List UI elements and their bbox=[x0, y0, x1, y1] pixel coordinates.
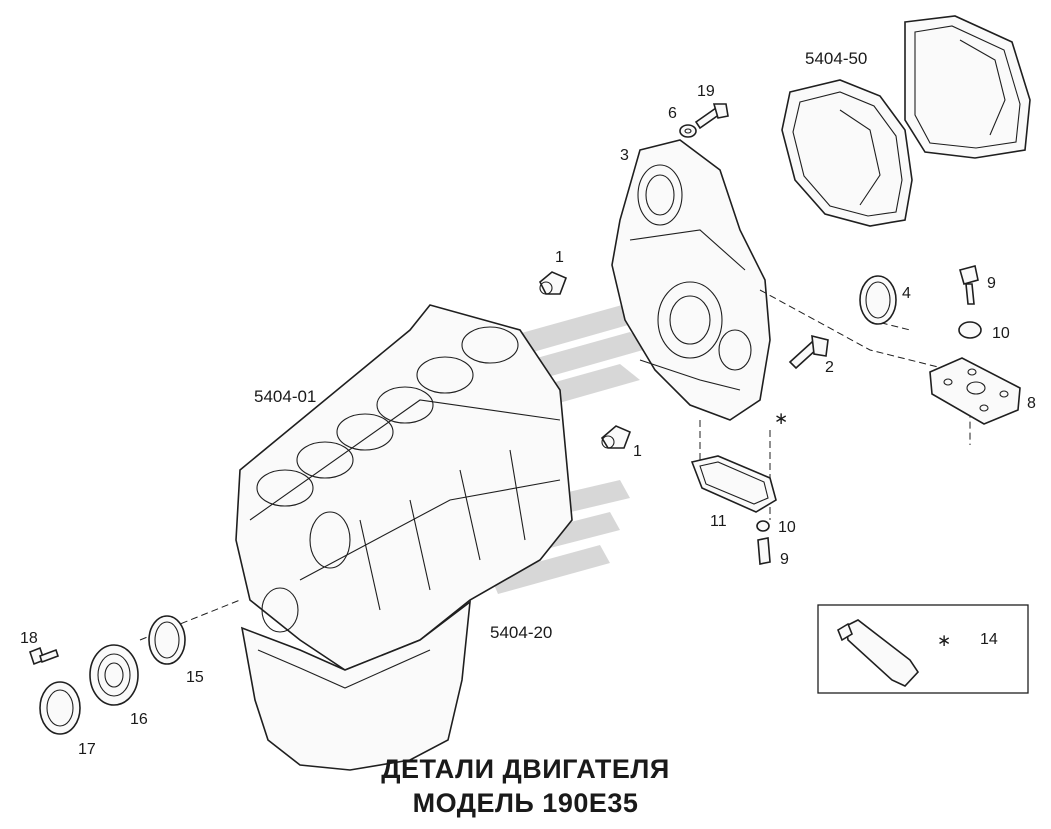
cover-plate-8 bbox=[929, 357, 1021, 425]
assembly-code-housing: 5404-50 bbox=[805, 49, 867, 68]
callout-9-lower: 9 bbox=[780, 551, 789, 568]
callout-9-upper: 9 bbox=[987, 275, 996, 292]
bolt-18 bbox=[29, 646, 60, 666]
callout-2: 2 bbox=[825, 359, 834, 376]
callout-16: 16 bbox=[130, 711, 148, 728]
assembly-code-block: 5404-01 bbox=[254, 387, 316, 406]
sealant-tube-icon bbox=[837, 619, 920, 687]
callout-18: 18 bbox=[20, 630, 38, 647]
callout-1-lower: 1 bbox=[633, 443, 642, 460]
callout-19: 19 bbox=[697, 83, 715, 100]
callout-6: 6 bbox=[668, 105, 677, 122]
callout-8: 8 bbox=[1027, 395, 1036, 412]
washer-10-upper bbox=[958, 321, 982, 339]
oil-sump bbox=[240, 600, 471, 771]
callout-14: 14 bbox=[980, 631, 998, 648]
sealant-mark-legend: ∗ bbox=[937, 631, 951, 650]
callout-4: 4 bbox=[902, 285, 911, 302]
engine-block bbox=[235, 304, 573, 671]
diagram-title-line-1: ДЕТАЛИ ДВИГАТЕЛЯ bbox=[381, 754, 670, 784]
callout-11: 11 bbox=[710, 513, 727, 530]
bolt-9-upper bbox=[959, 265, 979, 305]
diagram-title-line-2: МОДЕЛЬ 190Е35 bbox=[412, 788, 639, 818]
assembly-code-sump: 5404-20 bbox=[490, 623, 552, 642]
flywheel-housing-plate bbox=[904, 15, 1031, 159]
bolt-2 bbox=[788, 334, 829, 370]
callout-3: 3 bbox=[620, 147, 629, 164]
sealant-mark: ∗ bbox=[774, 409, 788, 428]
seal-cover-16 bbox=[89, 644, 139, 706]
callout-15: 15 bbox=[186, 669, 204, 686]
dowel-pin-upper bbox=[539, 271, 568, 295]
callout-1-upper: 1 bbox=[555, 249, 564, 266]
sealant-legend-box bbox=[817, 604, 1029, 694]
bolt-9-lower bbox=[757, 537, 771, 565]
timing-cover bbox=[611, 139, 771, 421]
callout-17: 17 bbox=[78, 741, 96, 758]
washer-10-lower bbox=[756, 520, 770, 532]
seal-ring-4 bbox=[859, 275, 897, 325]
bolt-19 bbox=[694, 103, 729, 130]
gasket-11 bbox=[690, 455, 777, 513]
seal-ring-15 bbox=[148, 615, 186, 665]
housing-gasket bbox=[781, 79, 913, 227]
washer-6 bbox=[679, 124, 697, 138]
dowel-pin-lower bbox=[600, 425, 632, 449]
callout-10-upper: 10 bbox=[992, 325, 1010, 342]
callout-10-lower: 10 bbox=[778, 519, 796, 536]
seal-ring-17 bbox=[39, 681, 81, 735]
